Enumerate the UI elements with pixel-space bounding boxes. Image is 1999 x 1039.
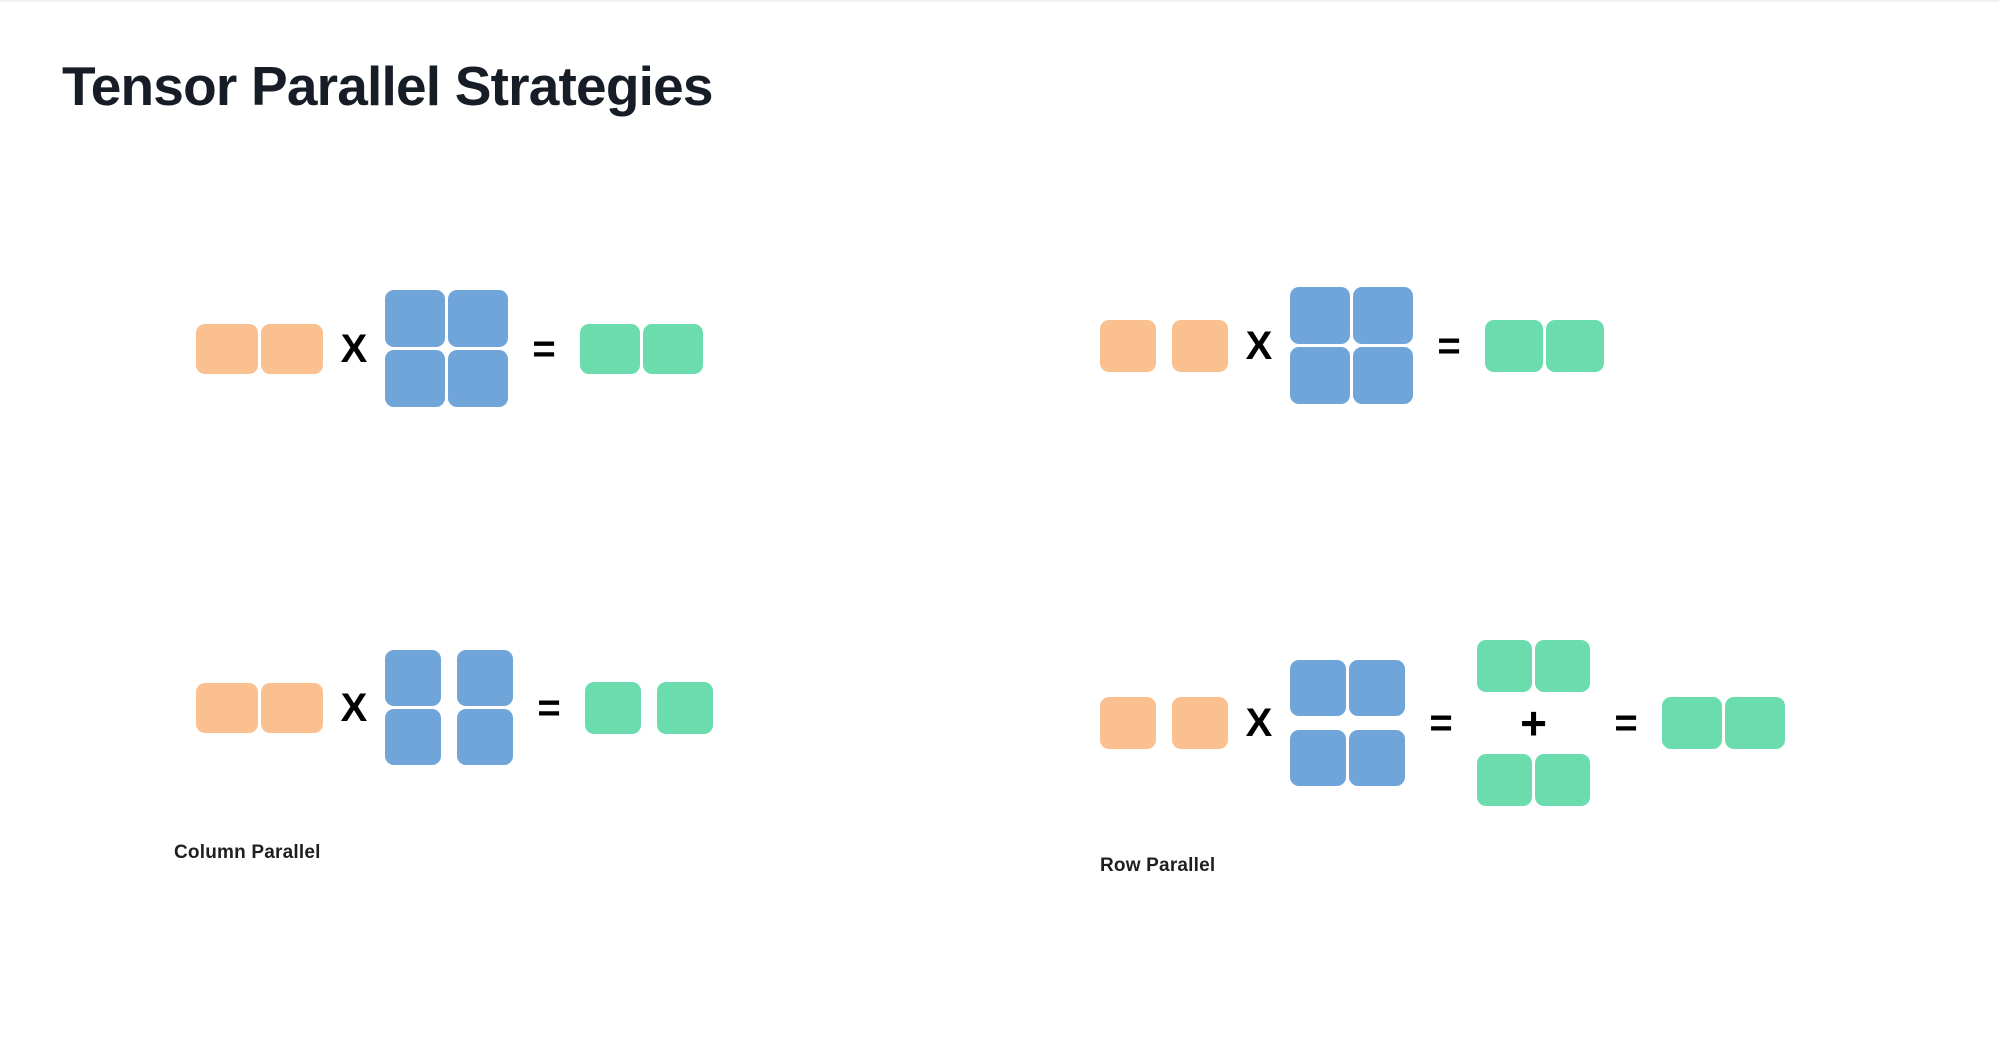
- cell-blue: [457, 650, 513, 706]
- partial-sum-stack: +: [1477, 640, 1590, 806]
- cell-green: [1535, 640, 1590, 692]
- cell-blue: [1290, 287, 1350, 344]
- cell-blue: [385, 650, 441, 706]
- weight-shard-row-0: [1290, 660, 1405, 716]
- operator-multiply: X: [340, 326, 368, 371]
- operator-plus: +: [1520, 697, 1547, 749]
- cell-green: [1662, 697, 1722, 749]
- caption-column-parallel: Column Parallel: [174, 842, 321, 863]
- caption-row-parallel: Row Parallel: [1100, 855, 1216, 876]
- cell-green: [1477, 754, 1532, 806]
- matrix-row: [1485, 319, 1604, 372]
- operator-multiply: X: [1245, 323, 1273, 368]
- diagram-column-parallel-sharded: X =: [196, 650, 713, 765]
- operator-equals-final: =: [1614, 701, 1638, 745]
- weight-shard-column-0: [385, 650, 441, 765]
- cell-blue: [448, 290, 508, 347]
- operator-multiply: X: [1245, 701, 1273, 745]
- operator-equals: =: [532, 326, 556, 371]
- cell-green: [643, 323, 703, 374]
- weight-shard-row-1: [1290, 730, 1405, 786]
- matrix-row: [385, 350, 508, 407]
- output-matrix-green: [580, 323, 703, 374]
- cell-green: [1725, 697, 1785, 749]
- cell-green: [1546, 319, 1604, 372]
- weight-matrix-blue-column-split: [385, 650, 513, 765]
- partial-output-green-1: [1477, 754, 1590, 806]
- output-matrix-green-column-split: [585, 681, 713, 734]
- cell-green: [1477, 640, 1532, 692]
- operator-equals: =: [537, 685, 561, 730]
- output-matrix-green: [1485, 319, 1604, 372]
- cell-blue: [457, 709, 513, 765]
- operator-multiply: X: [340, 685, 368, 730]
- output-matrix-green-reduced: [1662, 697, 1785, 749]
- cell-blue: [1353, 287, 1413, 344]
- cell-blue: [1290, 730, 1346, 786]
- cell-orange: [196, 323, 258, 374]
- input-matrix-orange: [196, 682, 323, 733]
- partial-output-green-0: [1477, 640, 1590, 692]
- cell-orange: [261, 682, 323, 733]
- cell-blue: [1353, 347, 1413, 404]
- cell-orange: [196, 682, 258, 733]
- page-title: Tensor Parallel Strategies: [62, 55, 714, 117]
- matrix-row: [1290, 287, 1413, 344]
- weight-matrix-blue: [385, 290, 508, 407]
- input-matrix-orange: [196, 323, 323, 374]
- cell-green: [657, 681, 713, 734]
- cell-green: [1535, 754, 1590, 806]
- cell-blue: [385, 350, 445, 407]
- matrix-row: [196, 323, 323, 374]
- weight-shard-column-1: [457, 650, 513, 765]
- input-matrix-orange-column-split: [1100, 697, 1228, 749]
- cell-orange: [1172, 697, 1228, 749]
- cell-orange: [1172, 319, 1228, 372]
- cell-orange: [1100, 697, 1156, 749]
- cell-blue: [448, 350, 508, 407]
- cell-green: [1485, 319, 1543, 372]
- diagram-row-parallel-sharded: X = + =: [1100, 640, 1785, 806]
- matrix-row: [385, 290, 508, 347]
- cell-blue: [1349, 730, 1405, 786]
- cell-blue: [385, 709, 441, 765]
- matrix-row: [580, 323, 703, 374]
- cell-green: [580, 323, 640, 374]
- diagram-column-parallel-unsharded: X =: [196, 290, 703, 407]
- input-matrix-orange-column-split: [1100, 319, 1228, 372]
- cell-blue: [1290, 347, 1350, 404]
- operator-equals: =: [1429, 701, 1453, 745]
- matrix-row: [1290, 347, 1413, 404]
- matrix-row: [1662, 697, 1785, 749]
- operator-equals: =: [1437, 323, 1461, 368]
- cell-green: [585, 681, 641, 734]
- weight-matrix-blue: [1290, 287, 1413, 404]
- cell-orange: [261, 323, 323, 374]
- cell-blue: [385, 290, 445, 347]
- weight-matrix-blue-row-split: [1290, 660, 1405, 786]
- cell-blue: [1349, 660, 1405, 716]
- matrix-row: [196, 682, 323, 733]
- diagram-row-parallel-unsharded: X =: [1100, 287, 1604, 404]
- cell-blue: [1290, 660, 1346, 716]
- cell-orange: [1100, 319, 1156, 372]
